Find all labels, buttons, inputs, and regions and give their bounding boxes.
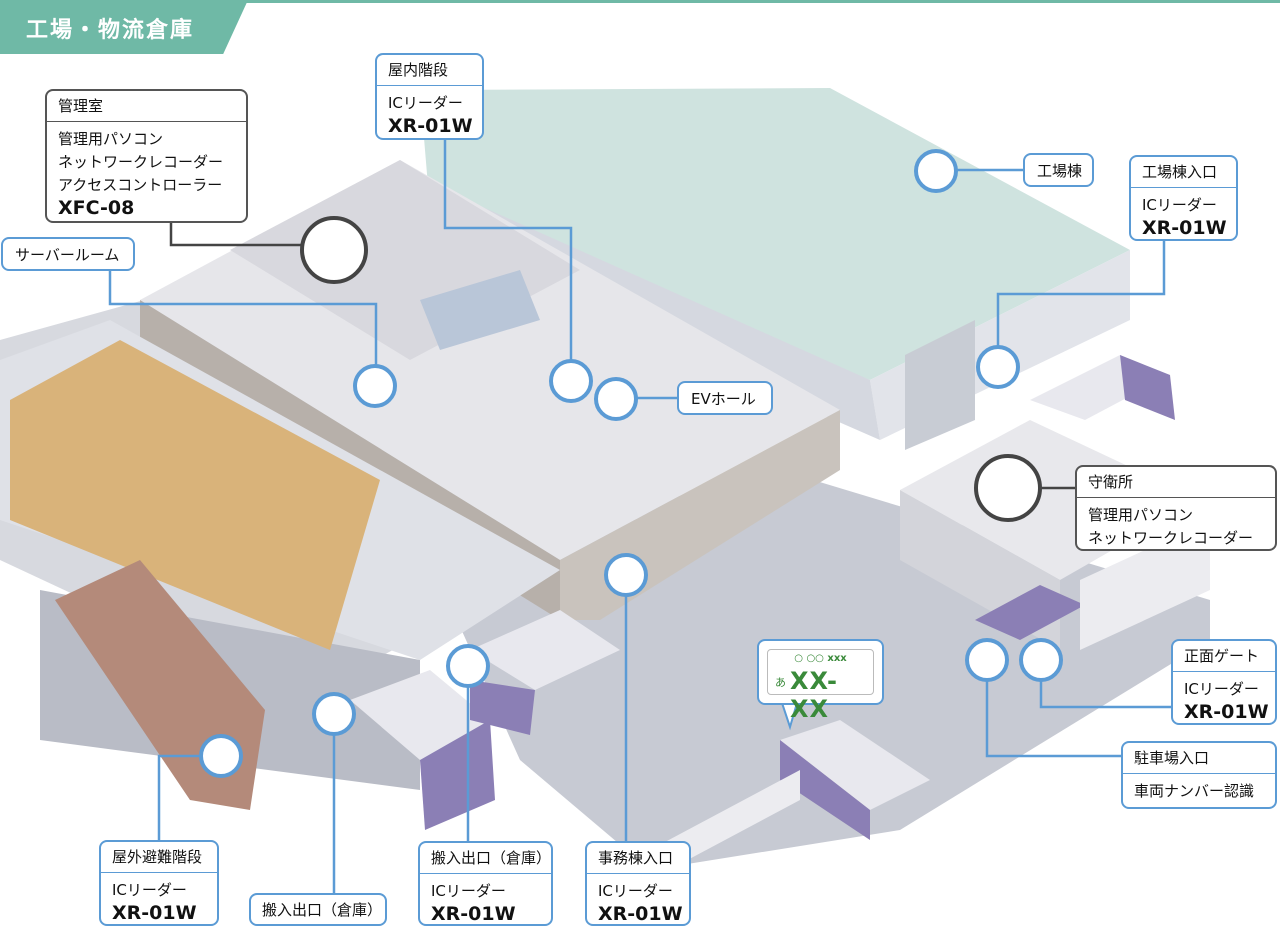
model-number: XR-01W [388,115,473,137]
model-number: XR-01W [431,903,516,925]
callout-indoor-stair: 屋内階段 ICリーダー XR-01W [375,53,484,140]
callout-sub: ICリーダー [388,94,463,112]
leader-control-room [169,222,302,247]
callout-item: 管理用パソコン [1088,506,1194,524]
callout-control-room: 管理室 管理用パソコン ネットワークレコーダー アクセスコントローラー XFC-… [45,89,248,223]
truck-factory [1030,355,1175,420]
callout-ev-hall: EVホール [677,381,773,415]
license-plate: ○ ○○ xxx あ XX-XX [767,649,874,723]
callout-parking-entrance: 駐車場入口 車両ナンバー認識 [1121,741,1277,809]
callout-head: 守衛所 [1077,467,1275,498]
callout-head: 管理室 [47,91,246,122]
callout-dock-label: 搬入出口（倉庫） [249,893,387,926]
license-plate-callout: ○ ○○ xxx あ XX-XX [757,639,884,723]
model-number: XR-01W [1184,701,1269,723]
callout-item: ネットワークレコーダー [58,153,224,171]
reader-marker-outdoor-stair [199,734,243,778]
model-number: XR-01W [598,903,683,925]
reader-marker-dock [446,644,490,688]
page-title: 工場・物流倉庫 [0,0,248,54]
callout-item: アクセスコントローラー [58,176,223,194]
callout-head: 駐車場入口 [1123,743,1275,774]
plate-number: XX-XX [790,667,839,723]
callout-sub: ICリーダー [431,882,506,900]
reader-marker-server-room [353,364,397,408]
zoom-marker-guard-house [974,454,1042,522]
reader-marker-front-gate [1019,638,1063,682]
model-number: XR-01W [112,902,197,924]
callout-sub: ICリーダー [1142,196,1217,214]
leader-parking [985,680,1121,758]
callout-item: 管理用パソコン [58,130,164,148]
callout-sub: ICリーダー [112,881,187,899]
callout-item: ネットワークレコーダー [1088,529,1254,547]
callout-head: 事務棟入口 [587,843,689,874]
leader-server-room [108,270,378,366]
callout-office-entrance: 事務棟入口 ICリーダー XR-01W [585,841,691,926]
reader-marker-indoor-stair [549,359,593,403]
callout-guard-house: 守衛所 管理用パソコン ネットワークレコーダー [1075,465,1277,551]
camera-marker-ev-hall [594,377,638,421]
camera-marker-dock [312,692,356,736]
callout-head: 屋内階段 [377,55,482,86]
callout-head: 正面ゲート [1173,641,1275,672]
truck-parking [780,720,930,840]
header-rule [240,0,1280,3]
zoom-marker-control-room [300,216,368,284]
reader-marker-factory-entrance [976,345,1020,389]
camera-marker-factory [914,149,958,193]
callout-head: 搬入出口（倉庫） [420,843,551,874]
warehouse-shelves [10,340,380,650]
callout-server-room: サーバールーム [1,237,135,271]
callout-outdoor-stair: 屋外避難階段 ICリーダー XR-01W [99,840,219,926]
reader-marker-office-entrance [604,553,648,597]
leader-front-gate [1039,680,1171,709]
camera-marker-parking [965,638,1009,682]
server-rack-area [420,270,540,350]
callout-dock: 搬入出口（倉庫） ICリーダー XR-01W [418,841,553,926]
callout-head: 工場棟入口 [1131,157,1236,188]
plate-kana: あ [775,676,786,689]
model-number: XFC-08 [58,197,135,219]
gate-canopy [975,585,1085,640]
leader-factory-entrance [996,240,1166,347]
truck-dock [470,610,620,735]
callout-factory: 工場棟 [1023,153,1094,187]
plate-top-text: ○ ○○ xxx [794,653,847,664]
model-number: XR-01W [1142,217,1227,239]
callout-factory-entrance: 工場棟入口 ICリーダー XR-01W [1129,155,1238,241]
callout-front-gate: 正面ゲート ICリーダー XR-01W [1171,639,1277,725]
fence-right [1080,520,1210,650]
leader-outdoor-stair [157,754,201,840]
callout-sub: 車両ナンバー認識 [1134,782,1255,800]
callout-sub: ICリーダー [598,882,673,900]
factory-shutter [905,320,975,450]
callout-sub: ICリーダー [1184,680,1259,698]
truck-warehouse [350,670,495,830]
callout-head: 屋外避難階段 [101,842,217,873]
leader-indoor-stair [443,140,573,361]
